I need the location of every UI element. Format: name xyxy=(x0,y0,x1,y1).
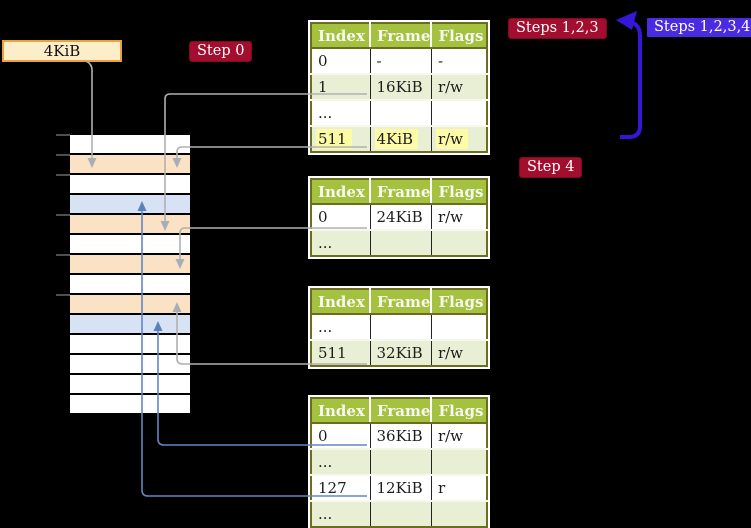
memory-frame-row xyxy=(70,335,190,353)
memory-frame-row xyxy=(70,315,190,333)
frame-cell: 12KiB xyxy=(369,474,432,501)
address-tick xyxy=(56,174,70,176)
table-row: ... xyxy=(311,500,488,527)
flags-cell xyxy=(430,448,488,475)
table-row: 1 16KiB r/w xyxy=(311,73,488,100)
column-header-flags: Flags xyxy=(430,23,488,49)
frame-cell: 24KiB xyxy=(369,204,432,230)
index-cell: 127 xyxy=(311,474,370,501)
flags-cell xyxy=(430,99,488,126)
highlight-mark: 511 xyxy=(316,129,352,149)
page-size-label: 4KiB xyxy=(2,40,122,62)
page-table-4: Index Frame Flags 0 36KiB r/w ... 127 xyxy=(308,395,491,528)
memory-frame-row xyxy=(70,235,190,253)
frame-cell: 36KiB xyxy=(369,423,432,449)
table-header-row: Index Frame Flags xyxy=(311,179,488,205)
table-row: 511 32KiB r/w xyxy=(311,339,488,366)
table-row: 0 - - xyxy=(311,48,488,74)
flags-cell: r/w xyxy=(430,125,488,152)
address-tick xyxy=(56,214,70,216)
frame-cell: 32KiB xyxy=(369,339,432,366)
column-header-flags: Flags xyxy=(430,398,488,424)
column-header-frame: Frame xyxy=(368,289,432,315)
memory-frame-row xyxy=(70,175,190,193)
table-row: 0 36KiB r/w xyxy=(311,423,488,449)
frame-cell xyxy=(369,448,432,475)
index-cell: ... xyxy=(311,314,370,340)
column-header-frame: Frame xyxy=(368,23,432,49)
index-cell: 0 xyxy=(311,423,370,449)
table-row: 0 24KiB r/w xyxy=(311,204,488,230)
column-header-index: Index xyxy=(311,398,370,424)
column-header-index: Index xyxy=(311,23,370,49)
flags-cell: r/w xyxy=(430,423,488,449)
memory-frame-row xyxy=(70,275,190,293)
frame-cell xyxy=(369,99,432,126)
index-cell: ... xyxy=(311,500,370,527)
column-header-flags: Flags xyxy=(430,289,488,315)
index-cell: ... xyxy=(311,99,370,126)
index-cell: 1 xyxy=(311,73,370,100)
memory-frame-row xyxy=(70,255,190,273)
flags-cell xyxy=(430,314,488,340)
steps1234-badge: Steps 1,2,3,4 xyxy=(647,18,751,37)
column-header-frame: Frame xyxy=(368,398,432,424)
frame-cell xyxy=(369,229,432,256)
frame-cell xyxy=(369,314,432,340)
step0-badge: Step 0 xyxy=(189,41,253,62)
page-table-3: Index Frame Flags ... 511 32KiB r/w xyxy=(308,286,491,369)
step4-badge: Step 4 xyxy=(519,157,583,178)
memory-frame-row xyxy=(70,375,190,393)
address-tick xyxy=(56,294,70,296)
column-header-flags: Flags xyxy=(430,179,488,205)
frame-cell xyxy=(369,500,432,527)
flags-cell xyxy=(430,500,488,527)
flags-cell: r/w xyxy=(430,73,488,100)
physical-memory-strip xyxy=(70,135,190,415)
page-table-1: Index Frame Flags 0 - - 1 16KiB r/w ... xyxy=(308,20,491,155)
table-row-highlighted: 511 4KiB r/w xyxy=(311,125,488,152)
table-row: 127 12KiB r xyxy=(311,474,488,501)
memory-frame-row xyxy=(70,215,190,233)
table-header-row: Index Frame Flags xyxy=(311,289,488,315)
flags-cell: r/w xyxy=(430,204,488,230)
table-header-row: Index Frame Flags xyxy=(311,23,488,49)
column-header-index: Index xyxy=(311,179,370,205)
memory-frame-row xyxy=(70,135,190,153)
flags-cell: r/w xyxy=(430,339,488,366)
index-cell: 0 xyxy=(311,204,370,230)
highlight-mark: 4KiB xyxy=(374,129,419,149)
flags-cell: - xyxy=(430,48,488,74)
index-cell: ... xyxy=(311,229,370,256)
index-cell: 511 xyxy=(311,339,370,366)
column-header-frame: Frame xyxy=(368,179,432,205)
column-header-index: Index xyxy=(311,289,370,315)
memory-frame-row xyxy=(70,195,190,213)
address-tick xyxy=(56,154,70,156)
page-table-2: Index Frame Flags 0 24KiB r/w ... xyxy=(308,176,491,259)
memory-frame-row xyxy=(70,155,190,173)
table-row: ... xyxy=(311,448,488,475)
frame-cell: 4KiB xyxy=(369,125,432,152)
table-header-row: Index Frame Flags xyxy=(311,398,488,424)
index-cell: 0 xyxy=(311,48,370,74)
memory-frame-row xyxy=(70,355,190,373)
flags-cell xyxy=(430,229,488,256)
highlight-mark: r/w xyxy=(435,129,469,149)
table-row: ... xyxy=(311,99,488,126)
memory-frame-row xyxy=(70,295,190,313)
flags-cell: r xyxy=(430,474,488,501)
steps-bracket-arrow xyxy=(616,11,642,139)
frame-cell: - xyxy=(369,48,432,74)
index-cell: ... xyxy=(311,448,370,475)
frame-cell: 16KiB xyxy=(369,73,432,100)
address-tick xyxy=(56,134,70,136)
table-row: ... xyxy=(311,314,488,340)
memory-frame-row xyxy=(70,395,190,413)
table-row: ... xyxy=(311,229,488,256)
address-tick xyxy=(56,254,70,256)
steps123-badge: Steps 1,2,3 xyxy=(508,18,607,39)
index-cell: 511 xyxy=(311,125,370,152)
